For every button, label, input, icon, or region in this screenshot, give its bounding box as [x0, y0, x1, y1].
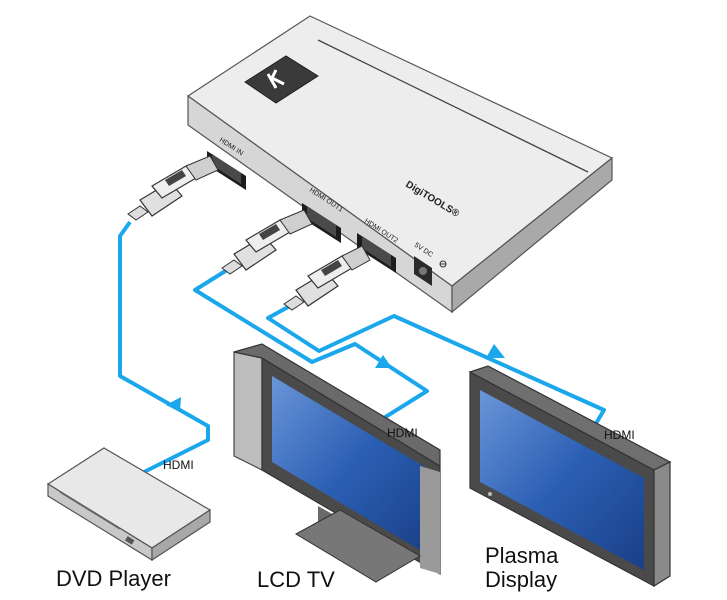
plasma-caption-line1: Plasma [485, 543, 559, 568]
arrow-dvd-icon [166, 397, 181, 412]
port-hdmi-out1 [302, 203, 341, 243]
plasma-display [468, 365, 672, 588]
splitter-device: DigiTOOLS® HDMI IN HDMI OUT1 HDMI OUT2 5… [186, 15, 614, 314]
port-hdmi-out2 [357, 233, 396, 273]
dvd-player-caption: DVD Player [56, 566, 171, 591]
cable-dvd [118, 220, 210, 476]
arrow-plasma-icon [486, 344, 505, 358]
power-jack [414, 256, 432, 286]
brand-logo [244, 55, 319, 104]
polarity-icon [439, 260, 447, 268]
lcd-tv [233, 343, 441, 583]
splitter-top-groove [317, 39, 589, 173]
hdmi-label-dvd: HDMI [163, 458, 194, 472]
lcd-tv-caption: LCD TV [257, 567, 335, 592]
cable-plasma [266, 304, 606, 432]
splitter-side [451, 156, 613, 314]
arrow-lcd-icon [375, 355, 392, 368]
brand-logo-k [266, 69, 285, 89]
cable-lcd [193, 268, 429, 428]
dvd-player [46, 447, 212, 562]
hdmi-label-lcd: HDMI [387, 426, 418, 440]
hdmi-label-plasma: HDMI [604, 428, 635, 442]
plasma-caption-line2: Display [485, 567, 558, 592]
hdmi-plug-out1 [221, 209, 313, 275]
port-hdmi-in [207, 151, 246, 190]
hdmi-plug-in [127, 155, 219, 221]
hdmi-plug-out2 [283, 245, 371, 311]
